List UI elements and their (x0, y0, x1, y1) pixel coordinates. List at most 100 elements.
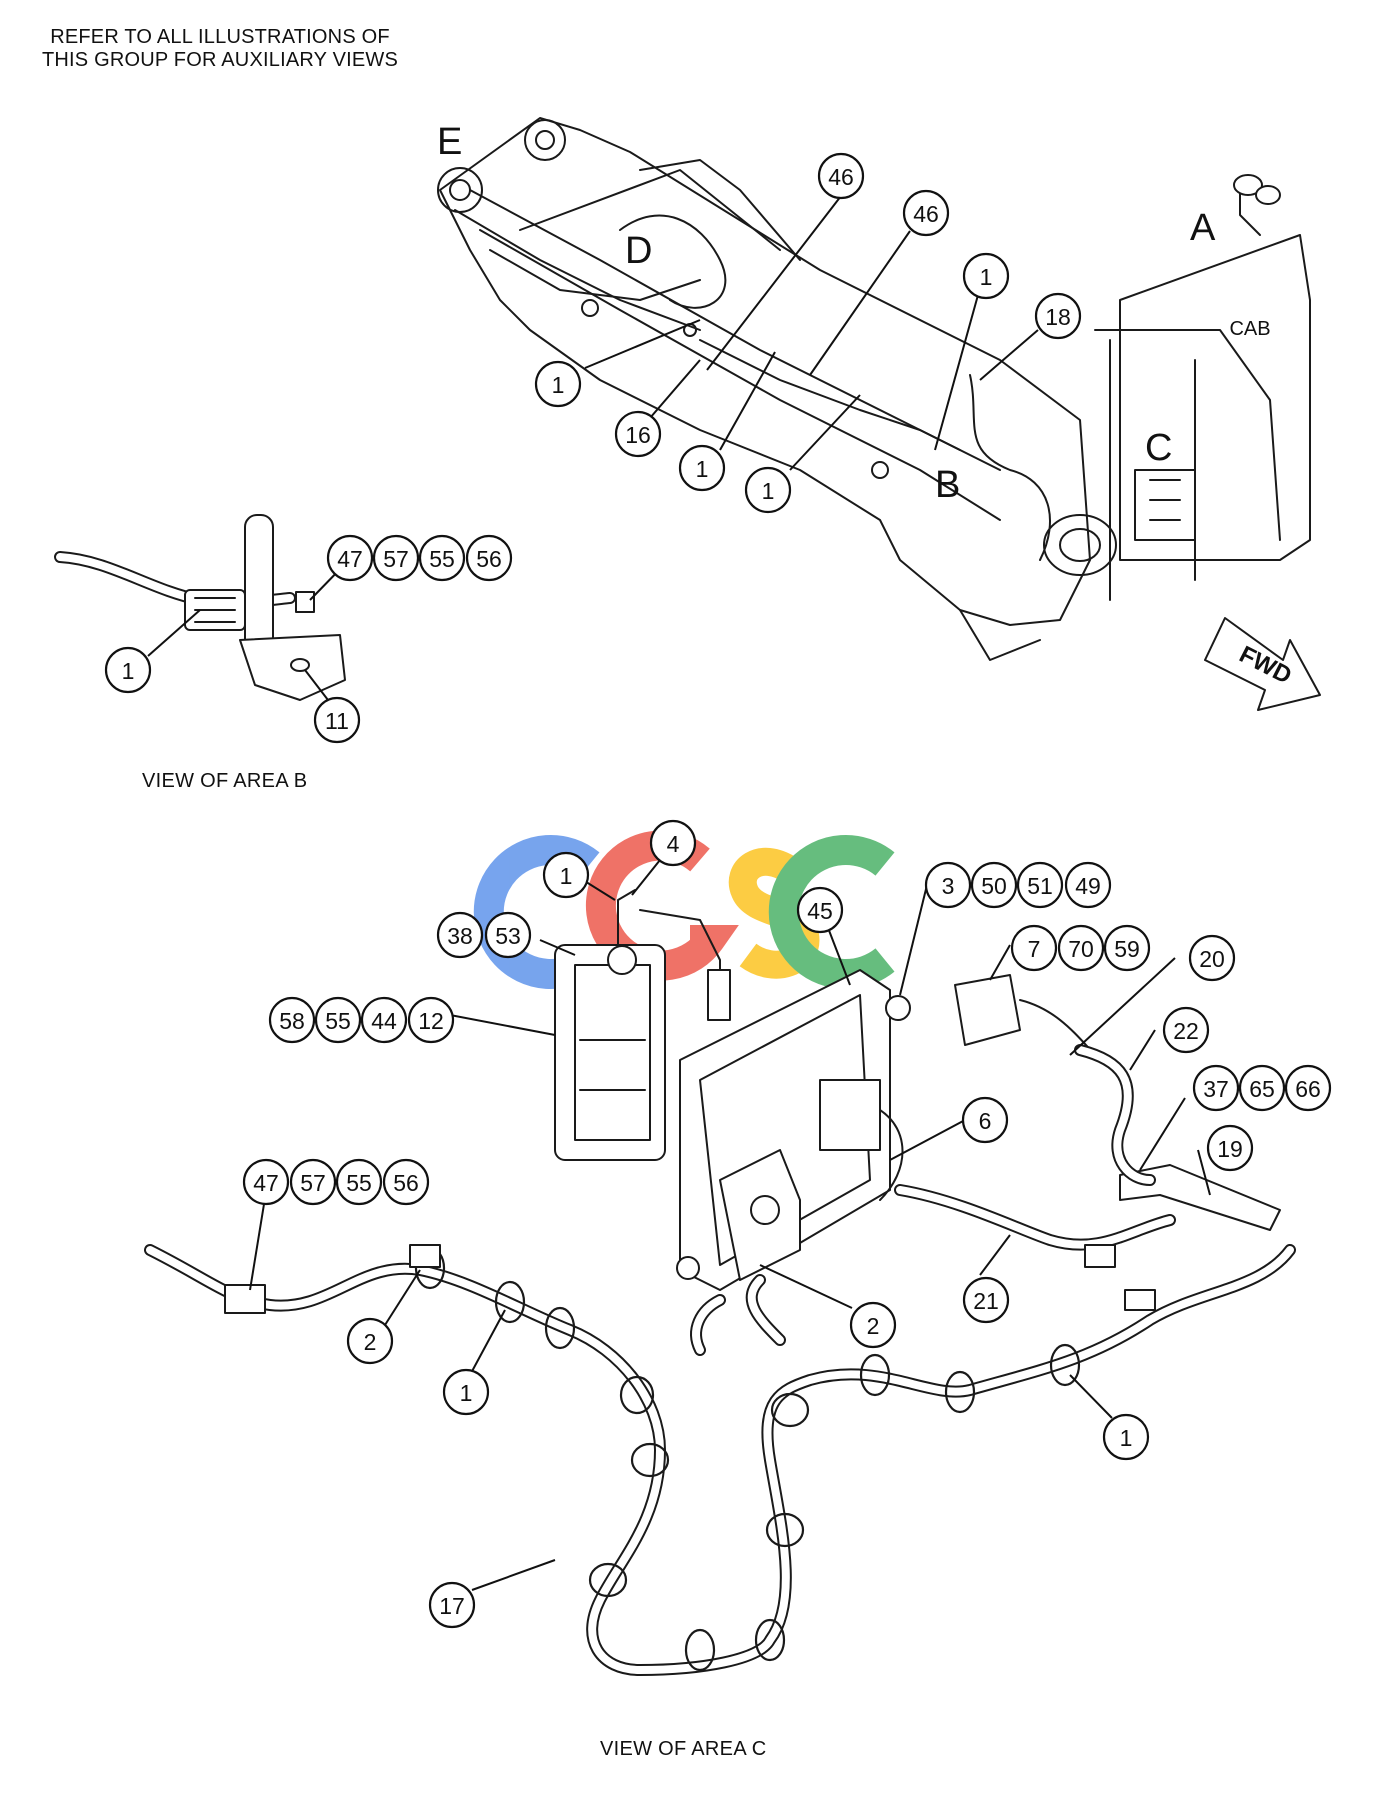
callout-circle (649, 819, 697, 867)
harness-18-cable (969, 374, 1051, 561)
callout-number: 51 (1027, 873, 1053, 899)
harness-17 (144, 1244, 1296, 1676)
leader-7 (989, 944, 1011, 981)
callout-bubble: 1 (744, 466, 792, 514)
callout-circle (268, 996, 316, 1044)
callout-bubble: 2 (346, 1317, 394, 1365)
callout-number: 46 (913, 201, 939, 227)
connector-bundle (1043, 514, 1117, 576)
leader-2a (384, 1269, 421, 1326)
callout-circle (313, 696, 361, 744)
cab-drawing (1094, 174, 1311, 601)
callout-number: 19 (1217, 1136, 1243, 1162)
area-letter-a: A (1190, 207, 1216, 249)
ecm-harness-6 (879, 1109, 904, 1201)
bracket-19 (1119, 1164, 1281, 1231)
clip-loop (544, 1306, 576, 1350)
callout-circle (1206, 1124, 1254, 1172)
boom-link (519, 169, 781, 251)
callout-number: 1 (980, 264, 993, 290)
view-b-connector-ribs (194, 597, 236, 623)
callout-bubble: 53 (484, 911, 532, 959)
leader-lines (147, 195, 1211, 1591)
leader-4 (631, 859, 661, 896)
cab-roof-device-2 (1255, 185, 1281, 205)
frame-bolt-3 (871, 461, 889, 479)
callout-circle (1192, 1064, 1240, 1112)
boom-pivot-right-hub (535, 130, 555, 150)
leader-46b (809, 230, 911, 376)
callout-circle (1284, 1064, 1332, 1112)
callout-circle (242, 1158, 290, 1206)
header-note-line-1: REFER TO ALL ILLUSTRATIONS OF (50, 26, 390, 48)
ecm-45-connector-a (819, 1079, 881, 1151)
callout-bubble: 70 (1057, 924, 1105, 972)
callout-circle (542, 851, 590, 899)
cab-roof-device (1233, 174, 1263, 196)
callout-circle (326, 534, 374, 582)
callout-number: 18 (1045, 304, 1071, 330)
callout-circle (360, 996, 408, 1044)
clip-loop (494, 1280, 526, 1324)
callout-bubble: 44 (360, 996, 408, 1044)
callout-circle (442, 1368, 490, 1416)
callout-bubble: 1 (442, 1368, 490, 1416)
callout-number: 17 (439, 1593, 465, 1619)
callout-circle (614, 410, 662, 458)
callout-bubble: 1 (534, 360, 582, 408)
leader-6 (889, 1119, 966, 1161)
leader-17 (471, 1559, 556, 1591)
callout-number: 49 (1075, 873, 1101, 899)
callout-bubble: 55 (418, 534, 466, 582)
harness-connector-2 (1124, 1289, 1156, 1311)
callout-circle (1064, 861, 1112, 909)
leader-1c (934, 294, 979, 451)
clip-loop (630, 1442, 670, 1478)
leader-37 (1139, 1097, 1186, 1171)
callout-number: 4 (667, 831, 680, 857)
callout-bubble: 21 (962, 1276, 1010, 1324)
callout-number: 12 (418, 1008, 444, 1034)
callout-number: 55 (429, 546, 455, 572)
callout-bubble: 66 (1284, 1064, 1332, 1112)
callout-circle (484, 911, 532, 959)
leader-3 (899, 884, 928, 996)
callout-circle (1034, 292, 1082, 340)
callout-circle (1103, 924, 1151, 972)
wiring-harness-upper (639, 159, 801, 261)
leader-1-view-b (147, 609, 201, 657)
callout-bubble: 3 (924, 861, 972, 909)
area-letter-d: D (625, 230, 652, 272)
frame-rail-lower (479, 229, 1001, 521)
callout-number: 65 (1249, 1076, 1275, 1102)
ecm-45-connector-b (719, 1149, 801, 1281)
clip-loop (770, 1392, 810, 1428)
callout-circle (1016, 861, 1064, 909)
clip-loop (944, 1370, 976, 1414)
callout-number: 1 (460, 1380, 473, 1406)
callout-circle (314, 996, 362, 1044)
callout-bubble: 2 (849, 1301, 897, 1349)
callout-bubble: 57 (289, 1158, 337, 1206)
ecm-45-face (699, 994, 871, 1266)
callout-bubble: 56 (382, 1158, 430, 1206)
boom-cylinder-mount (619, 214, 727, 309)
leader-20 (1069, 957, 1176, 1056)
callout-number: 21 (973, 1288, 999, 1314)
callout-bubble: 1 (678, 444, 726, 492)
module-12-lead (617, 889, 636, 946)
callout-bubble: 1 (1102, 1413, 1150, 1461)
leader-1e (469, 1309, 506, 1376)
header-note-line-2: THIS GROUP FOR AUXILIARY VIEWS (41, 49, 399, 71)
leader-38 (539, 939, 576, 956)
frame-edge (454, 209, 701, 331)
frame-foot (959, 609, 1041, 661)
clip-loop (754, 1618, 786, 1662)
callout-bubble: 16 (614, 410, 662, 458)
ecm-bolt-2 (676, 1256, 700, 1280)
leader-19 (1197, 1149, 1211, 1196)
callout-circle (534, 360, 582, 408)
callout-bubble: 4 (649, 819, 697, 867)
boom-pivot-left-hub (449, 179, 471, 201)
callout-number: 16 (625, 422, 651, 448)
